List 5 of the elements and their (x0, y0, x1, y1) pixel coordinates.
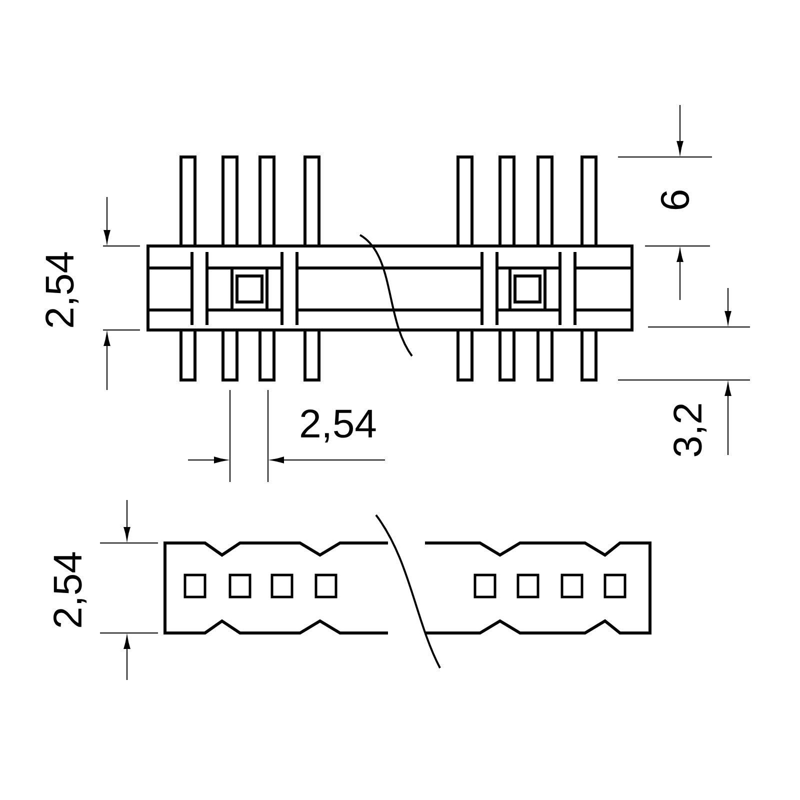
dimension-label: 2,54 (45, 252, 79, 327)
dimension-label: 3,2 (673, 404, 707, 456)
dimension-label: 2,54 (301, 409, 376, 443)
dimension-label: 6 (660, 190, 690, 210)
dimension-label: 2,54 (53, 552, 87, 627)
